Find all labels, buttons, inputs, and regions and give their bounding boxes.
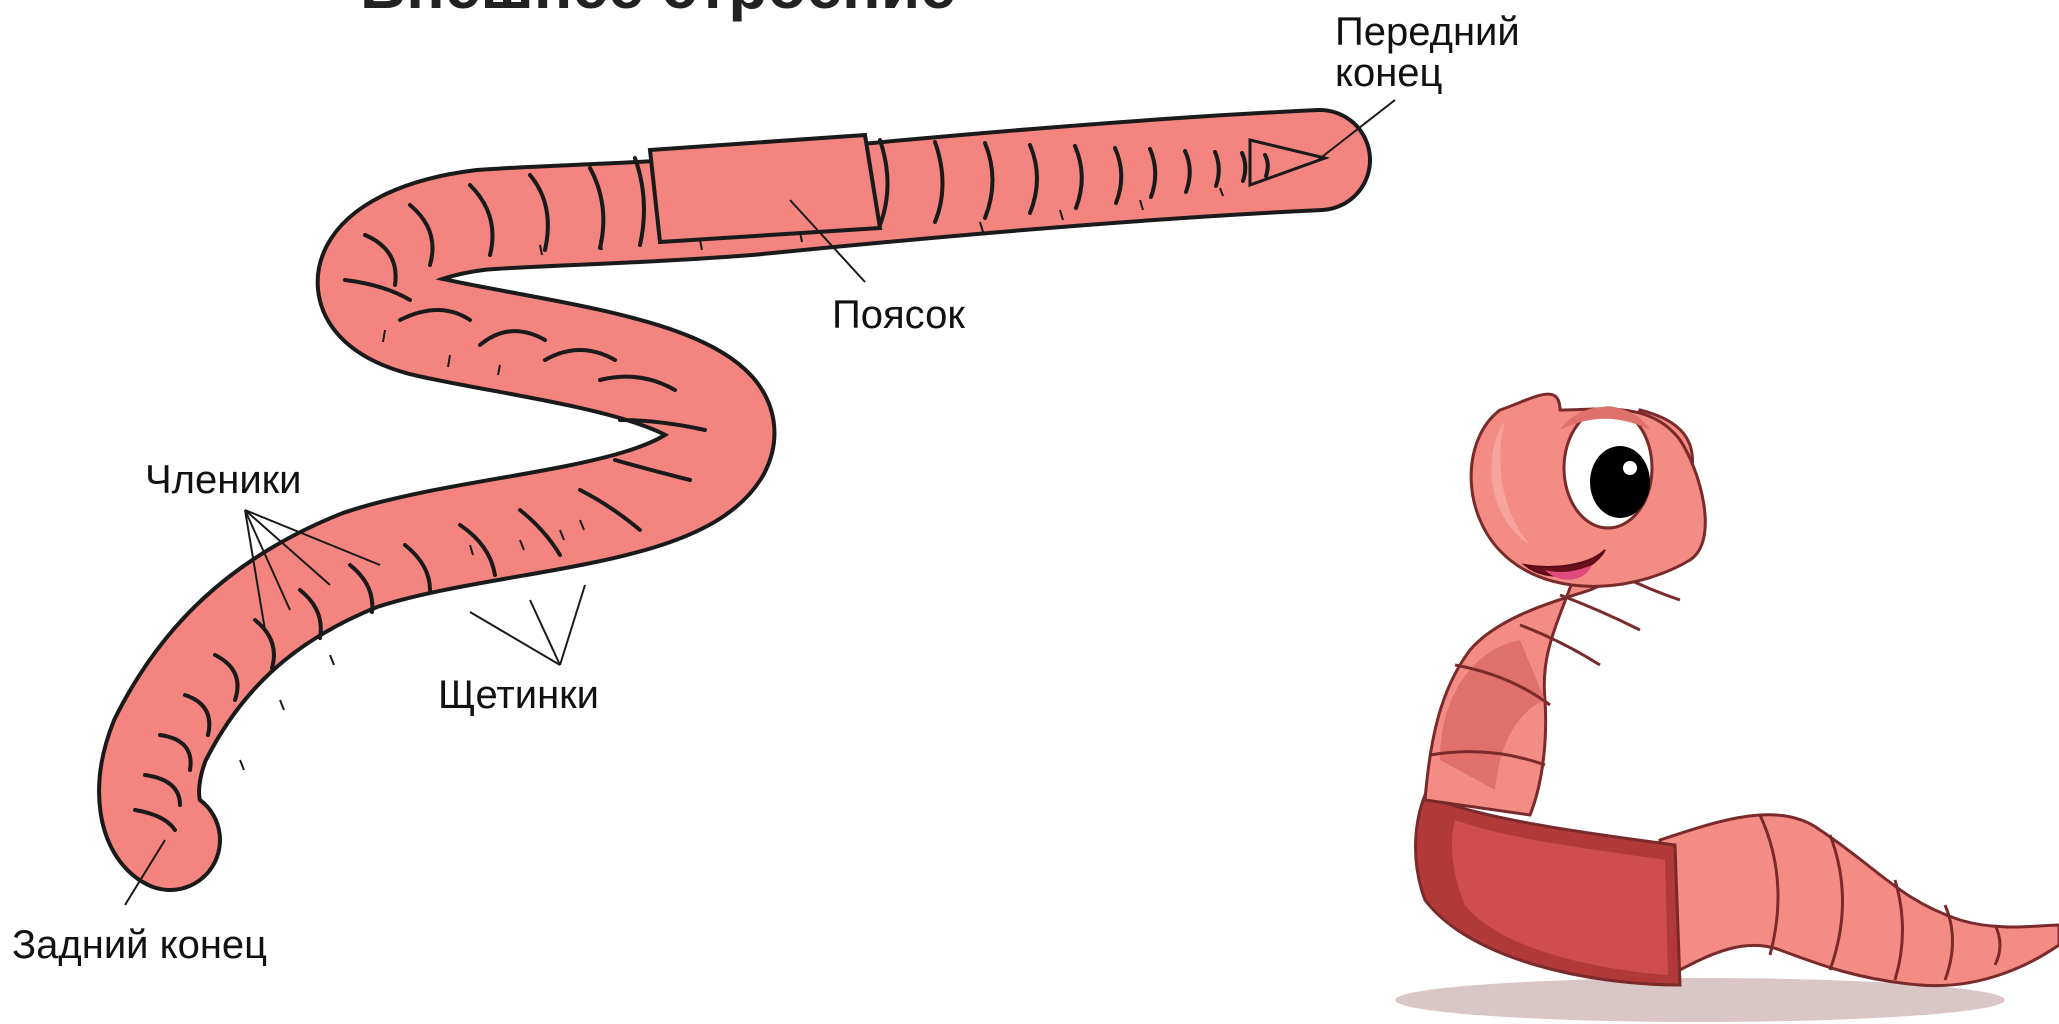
worm-belt xyxy=(650,135,880,242)
diagram-title: Внешнее строение xyxy=(360,0,956,22)
label-bristles: Щетинки xyxy=(438,673,599,717)
label-rear-end: Задний конец xyxy=(12,923,267,967)
label-front-end-line1: Передний xyxy=(1335,10,1520,54)
cartoon-eye-pupil xyxy=(1590,446,1650,518)
anatomical-worm xyxy=(135,135,1325,840)
leader-bristles xyxy=(470,585,585,665)
label-segments: Членики xyxy=(145,458,302,502)
cartoon-tail xyxy=(1660,815,2059,986)
label-belt: Поясок xyxy=(832,293,965,337)
worm-body xyxy=(149,160,1320,840)
cartoon-worm xyxy=(1395,394,2059,1022)
label-front-end-line2: конец xyxy=(1335,51,1442,95)
cartoon-eye-shine xyxy=(1623,461,1637,475)
